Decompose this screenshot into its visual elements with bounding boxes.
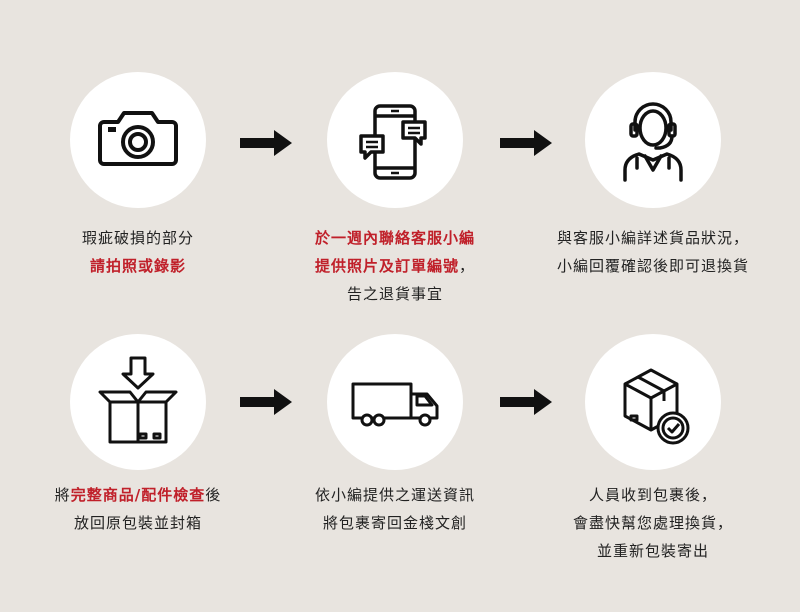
step-1-caption: 瑕疵破損的部分請拍照或錄影 <box>18 224 258 280</box>
caption-text: 會盡快幫您處理換貨， <box>572 514 733 532</box>
caption-line: 人員收到包裹後， <box>533 481 773 509</box>
box-download-icon <box>98 356 178 444</box>
step-1-circle <box>70 72 206 208</box>
arrow-right-icon <box>500 389 552 415</box>
step-5-circle <box>327 334 463 470</box>
package-check-icon <box>623 368 690 445</box>
caption-line: 於一週內聯絡客服小編 <box>275 224 515 252</box>
highlight-text: 完整商品/配件檢查 <box>70 486 206 504</box>
caption-line: 告之退貨事宜 <box>275 280 515 308</box>
caption-line: 與客服小編詳述貨品狀況， <box>533 224 773 252</box>
step-2-caption: 於一週內聯絡客服小編提供照片及訂單編號，告之退貨事宜 <box>275 224 515 308</box>
caption-text: 後 <box>205 486 222 504</box>
step-2-circle <box>327 72 463 208</box>
highlight-text: 於一週內聯絡客服小編 <box>314 229 475 247</box>
step-3-circle <box>585 72 721 208</box>
caption-line: 放回原包裝並封箱 <box>18 509 258 537</box>
highlight-text: 提供照片及訂單編號 <box>314 257 459 275</box>
step-6-circle <box>585 334 721 470</box>
customer-service-icon <box>623 102 683 182</box>
arrow-right-icon <box>240 130 292 156</box>
arrow-right-icon <box>500 130 552 156</box>
arrow-right-icon <box>240 389 292 415</box>
step-4-caption: 將完整商品/配件檢查後放回原包裝並封箱 <box>18 481 258 537</box>
caption-text: 依小編提供之運送資訊 <box>314 486 475 504</box>
caption-text: 告之退貨事宜 <box>346 285 443 303</box>
step-4-circle <box>70 334 206 470</box>
caption-text: 人員收到包裹後， <box>588 486 717 504</box>
truck-icon <box>351 382 439 427</box>
caption-text: 並重新包裝寄出 <box>596 542 709 560</box>
caption-line: 並重新包裝寄出 <box>533 537 773 565</box>
caption-line: 提供照片及訂單編號， <box>275 252 515 280</box>
step-3-caption: 與客服小編詳述貨品狀況， 小編回覆確認後即可退換貨 <box>533 224 773 280</box>
caption-line: 瑕疵破損的部分 <box>18 224 258 252</box>
caption-text: 將包裹寄回金棧文創 <box>322 514 467 532</box>
caption-text: 將 <box>54 486 71 504</box>
caption-line: 小編回覆確認後即可退換貨 <box>533 252 773 280</box>
step-6-caption: 人員收到包裹後， 會盡快幫您處理換貨， 並重新包裝寄出 <box>533 481 773 565</box>
phone-chat-icon <box>359 104 427 180</box>
caption-line: 將包裹寄回金棧文創 <box>275 509 515 537</box>
caption-text: ， <box>459 257 476 275</box>
caption-line: 依小編提供之運送資訊 <box>275 481 515 509</box>
highlight-text: 請拍照或錄影 <box>89 257 186 275</box>
caption-text: 放回原包裝並封箱 <box>73 514 202 532</box>
caption-line: 會盡快幫您處理換貨， <box>533 509 773 537</box>
caption-text: 瑕疵破損的部分 <box>81 229 194 247</box>
caption-line: 將完整商品/配件檢查後 <box>18 481 258 509</box>
camera-icon <box>98 111 178 166</box>
caption-text: 小編回覆確認後即可退換貨 <box>556 257 749 275</box>
caption-line: 請拍照或錄影 <box>18 252 258 280</box>
caption-text: 與客服小編詳述貨品狀況， <box>556 229 749 247</box>
step-5-caption: 依小編提供之運送資訊將包裹寄回金棧文創 <box>275 481 515 537</box>
